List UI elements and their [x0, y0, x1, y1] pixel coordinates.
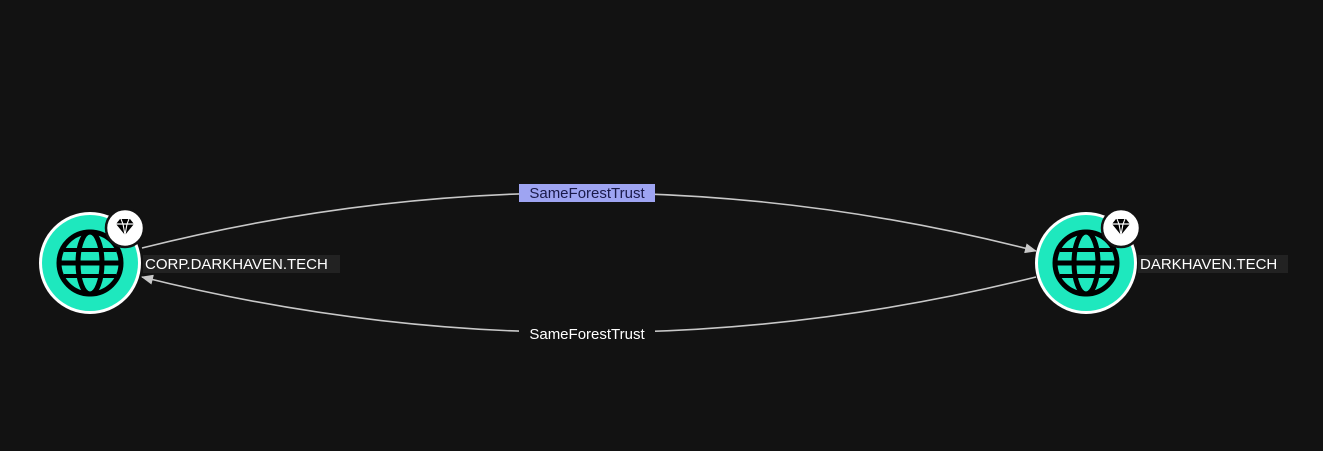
- globe-icon: [1052, 229, 1120, 297]
- badge: [104, 207, 146, 249]
- edge-corp-to-darkhaven[interactable]: SameForestTrust: [141, 184, 1037, 254]
- edge-label-background: [519, 184, 655, 202]
- badge: [1100, 207, 1142, 249]
- edge-label[interactable]: SameForestTrust: [529, 185, 645, 202]
- edge-label-background: [519, 325, 655, 343]
- gem-icon: [1112, 218, 1130, 236]
- edge-line[interactable]: [141, 274, 1037, 334]
- edge-darkhaven-to-corp[interactable]: SameForestTrust: [141, 274, 1037, 343]
- globe-icon: [56, 229, 124, 297]
- domain-node-corp-darkhaven-tech[interactable]: CORP.DARKHAVEN.TECH: [39, 207, 340, 314]
- domain-node-darkhaven-tech[interactable]: DARKHAVEN.TECH: [1035, 207, 1288, 314]
- node-label-background: [1138, 255, 1288, 273]
- edge-label[interactable]: SameForestTrust: [529, 326, 645, 343]
- gem-icon: [116, 218, 134, 236]
- node-label-background: [143, 255, 340, 273]
- node-label: DARKHAVEN.TECH: [1140, 256, 1277, 273]
- node-label: CORP.DARKHAVEN.TECH: [145, 256, 328, 273]
